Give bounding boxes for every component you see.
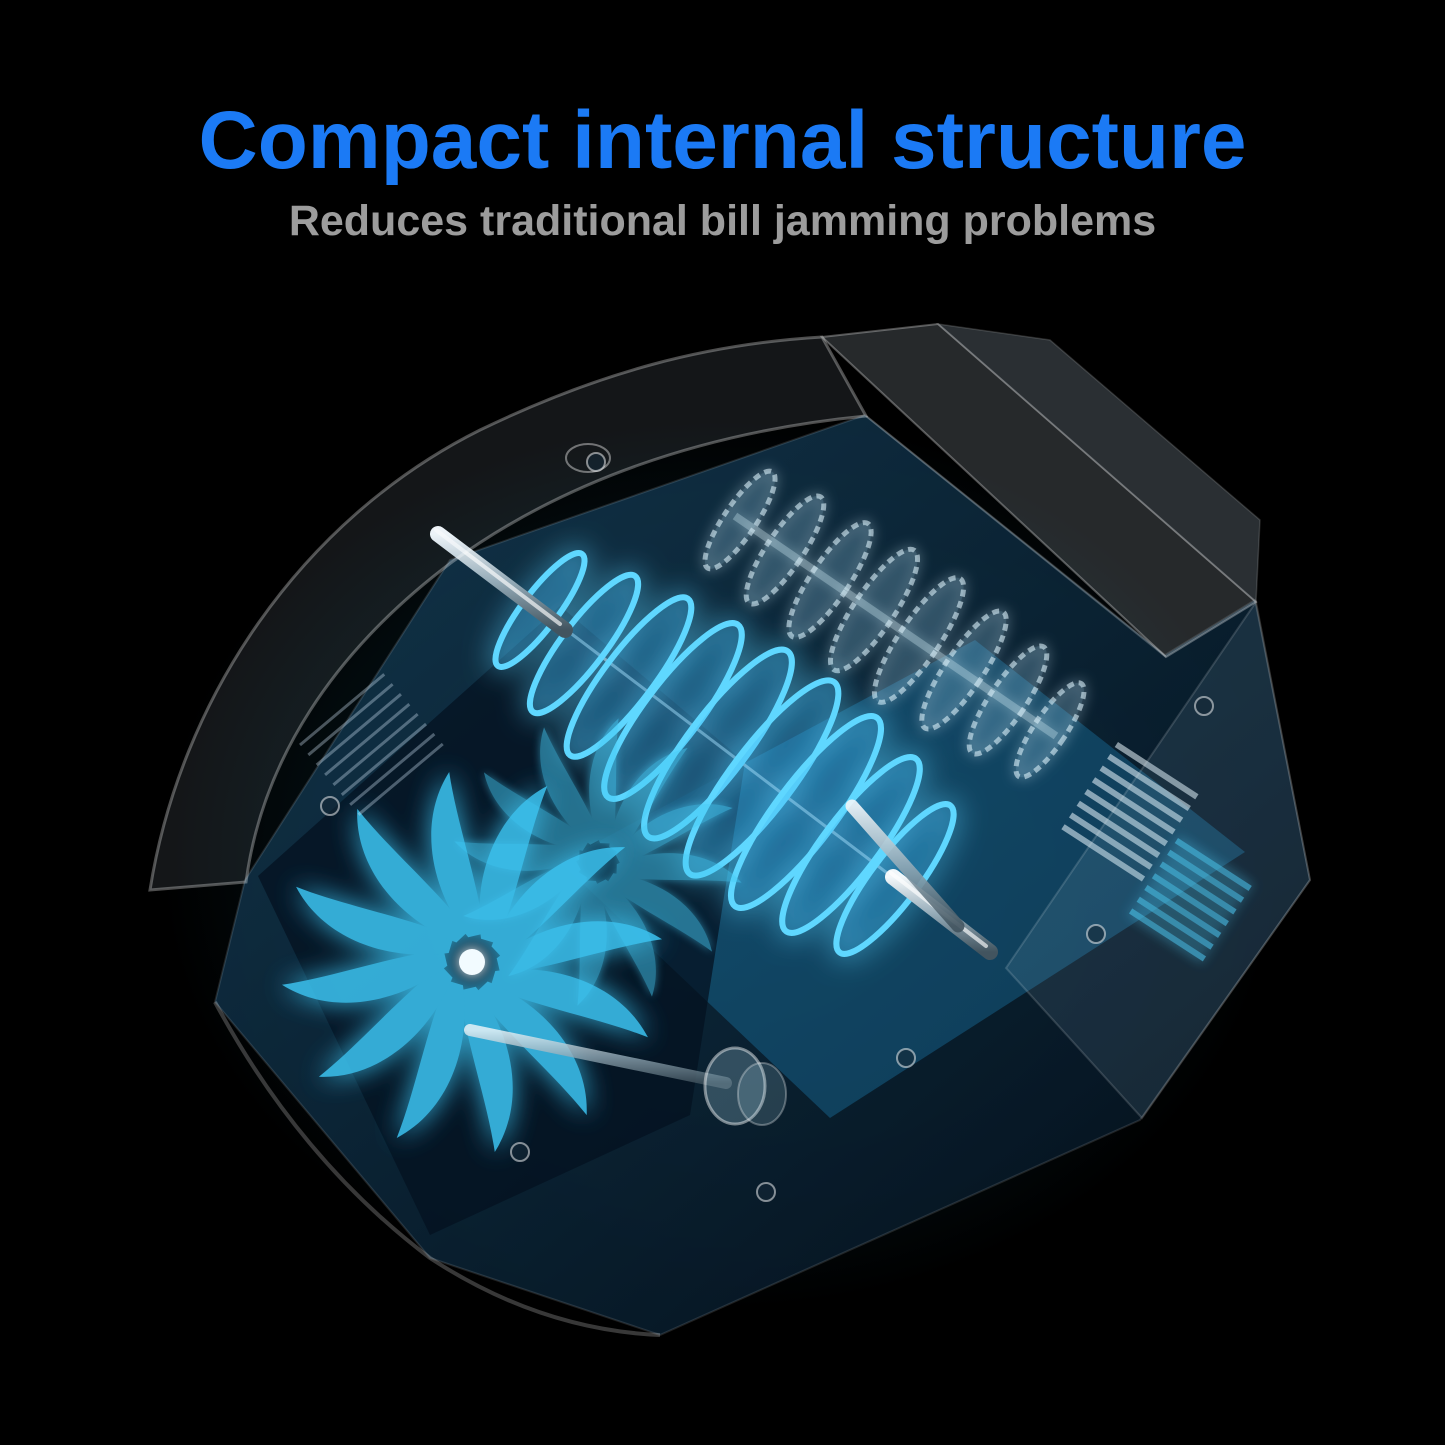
metal-shafts [430, 526, 998, 960]
hopper-back [935, 322, 1261, 604]
hopper-plate [819, 322, 1258, 659]
page-title: Compact internal structure [198, 95, 1247, 186]
vent-slats [299, 673, 444, 816]
fan-assembly [282, 714, 746, 1152]
gear-stack [702, 468, 1087, 780]
bottom-roller [464, 1024, 787, 1126]
header: Compact internal structure Reduces tradi… [0, 95, 1445, 246]
glass-shell [148, 322, 1312, 1337]
page-subtitle: Reduces traditional bill jamming problem… [288, 197, 1157, 246]
heatsink-fins [1061, 742, 1252, 962]
front-edge [213, 1001, 661, 1337]
fan-hub [459, 949, 485, 975]
screws [320, 452, 1214, 1202]
left-shell [148, 335, 869, 892]
shell-detail-cylinder [565, 443, 611, 473]
right-facet [1004, 599, 1312, 1120]
